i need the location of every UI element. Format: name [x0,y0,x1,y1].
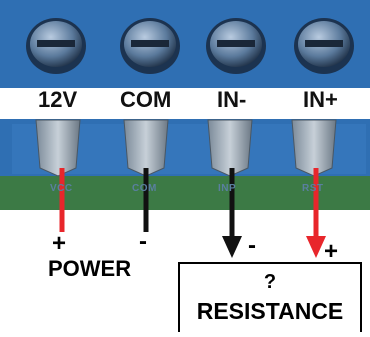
terminal-label-in-plus: IN+ [303,87,338,112]
terminal-label-strip [0,88,370,119]
power-minus-sign: - [139,228,147,255]
pcb-silkscreen-inp: INP [218,183,237,194]
resistance-plus-sign: + [324,238,339,265]
down-arrow-icon [222,236,242,258]
pcb-silkscreen-com: COM [132,183,157,194]
down-arrow-icon [306,236,326,258]
power-plus-sign: + [52,230,67,257]
power-label: POWER [48,256,132,281]
resistance-label: RESISTANCE [196,298,344,324]
resistance-box: ? RESISTANCE [178,262,362,332]
terminal-label-12v: 12V [38,87,78,112]
terminal-label-com: COM [120,87,172,112]
terminal-clamps [35,119,337,177]
pcb-silkscreen-vcc: VCC [50,183,73,194]
screw-icons [26,18,354,74]
terminal-label-in-minus: IN- [217,87,247,112]
resistance-question-mark: ? [263,271,277,293]
pcb-silkscreen-rst: RST [302,183,324,194]
resistance-minus-sign: - [248,232,256,259]
